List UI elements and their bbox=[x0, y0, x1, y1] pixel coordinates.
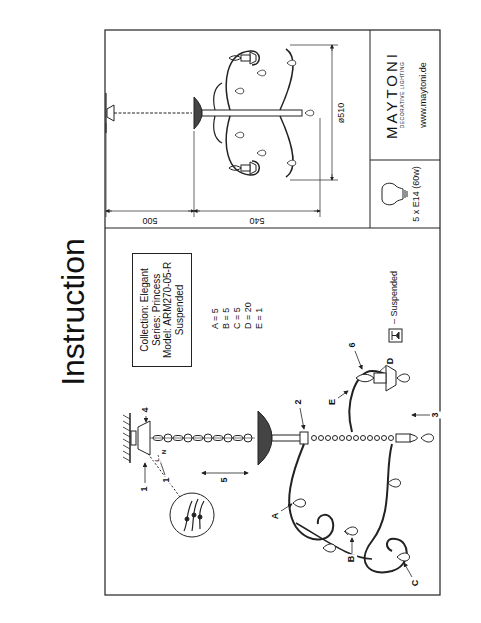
callout-number: 4 bbox=[141, 406, 151, 413]
bulb-panel: 5 x E14 (60w) bbox=[371, 161, 439, 227]
series-line: Series: Princess bbox=[151, 262, 163, 358]
callout-letter: D bbox=[386, 357, 396, 366]
callout-letter: E bbox=[328, 398, 338, 406]
mount-legend: – Suspended bbox=[390, 270, 400, 325]
callout-letter: B bbox=[347, 555, 357, 564]
callout-number: 2 bbox=[294, 398, 304, 405]
website-url: www.maytoni.de bbox=[418, 62, 428, 128]
count-line: D = 20 bbox=[244, 301, 254, 330]
logo-panel: MAYTONIDECORATIVE LIGHTING www.maytoni.de bbox=[371, 31, 439, 159]
callout-number: 5 bbox=[220, 476, 230, 483]
dimension-value: ø510 bbox=[337, 102, 347, 125]
callout-letter: C bbox=[411, 579, 421, 588]
mount-type-line: Suspended bbox=[174, 262, 186, 358]
model-line: Model: ARM270-05-R bbox=[162, 262, 174, 358]
brand-tagline: DECORATIVE LIGHTING bbox=[400, 62, 406, 129]
wire-label: L bbox=[154, 457, 161, 463]
dimension-value: 540 bbox=[248, 215, 265, 225]
dimension-value: 500 bbox=[141, 215, 158, 225]
info-box: Collection: ElegantSeries: PrincessModel… bbox=[132, 253, 192, 367]
collection-line: Collection: Elegant bbox=[139, 262, 151, 358]
count-line: E = 1 bbox=[255, 307, 265, 330]
callout-number: 1 bbox=[162, 476, 172, 483]
count-line: A = 5 bbox=[211, 307, 221, 330]
callout-number: 6 bbox=[348, 341, 358, 348]
bulb-spec: 5 x E14 (60w) bbox=[411, 166, 421, 222]
brand-logo: MAYTONI bbox=[383, 51, 400, 139]
page-title: Instruction bbox=[56, 237, 91, 387]
callout-number: 1 bbox=[140, 485, 150, 492]
callout-letter: A bbox=[271, 512, 281, 521]
count-line: C = 5 bbox=[233, 306, 243, 330]
callout-number: 3 bbox=[431, 411, 441, 418]
count-line: B = 5 bbox=[222, 307, 232, 330]
wire-label: N bbox=[161, 449, 168, 455]
